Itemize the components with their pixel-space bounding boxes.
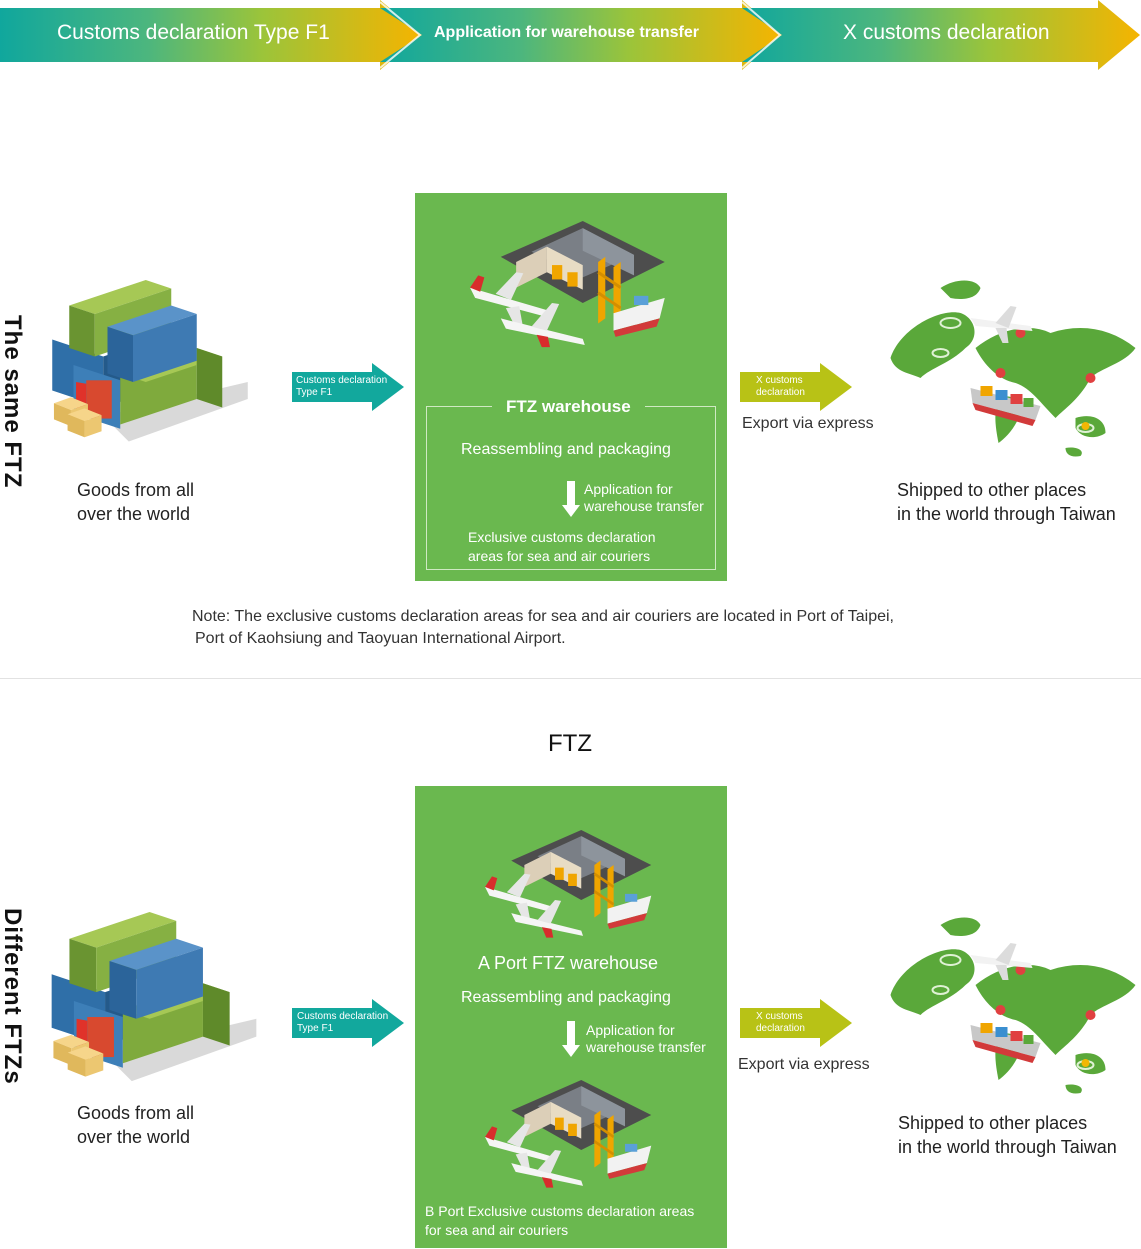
reassembling-diff: Reassembling and packaging: [461, 989, 671, 1006]
containers-icon: [40, 280, 260, 450]
shipped-caption-diff: Shipped to other places in the world thr…: [898, 1113, 1117, 1157]
banner-step-2: Application for warehouse transfer: [434, 24, 699, 41]
exclusive-areas-same: Exclusive customs declaration areas for …: [468, 529, 656, 564]
banner-step-3: X customs declaration: [843, 21, 1050, 44]
transfer-label-same: Application for warehouse transfer: [584, 481, 704, 514]
process-banner: [0, 0, 1140, 70]
banner-step-1: Customs declaration Type F1: [57, 21, 330, 44]
transfer-label-diff: Application for warehouse transfer: [586, 1022, 706, 1055]
ftz-warehouse-title: FTZ warehouse: [492, 397, 645, 417]
ftz-heading: FTZ: [548, 730, 592, 757]
side-label-different-ftzs: Different FTZs: [0, 908, 26, 1085]
section-divider: [0, 678, 1141, 679]
warehouse-icon: [485, 1075, 660, 1190]
arrow-x-label-same: X customs declaration: [756, 375, 805, 398]
b-port-exclusive-areas: B Port Exclusive customs declaration are…: [425, 1203, 695, 1238]
arrow-x-label-diff: X customs declaration: [756, 1011, 805, 1034]
arrow-x-same: [740, 363, 852, 411]
arrow-f1-diff: [292, 999, 404, 1047]
arrow-f1-label-diff: Customs declaration Type F1: [297, 1011, 389, 1034]
banner-segment-2: [380, 0, 782, 70]
containers-icon: [44, 912, 264, 1090]
export-express-same: Export via express: [742, 415, 874, 432]
warehouse-icon: [470, 215, 675, 350]
banner-segment-1: [0, 0, 422, 70]
reassembling-same: Reassembling and packaging: [461, 441, 671, 458]
shipped-caption-same: Shipped to other places in the world thr…: [897, 480, 1116, 524]
note-text: Note: The exclusive customs declaration …: [192, 608, 894, 647]
world-map-icon: [880, 268, 1141, 468]
world-map-icon: [880, 905, 1141, 1105]
arrow-x-diff: [740, 999, 852, 1047]
a-port-warehouse-title: A Port FTZ warehouse: [478, 953, 659, 973]
warehouse-icon: [485, 825, 660, 940]
down-arrow-icon: [562, 1021, 580, 1057]
arrow-f1-label-same: Customs declaration Type F1: [296, 375, 388, 398]
banner-segment-3: [742, 0, 1140, 70]
arrow-f1-same: [292, 363, 404, 411]
down-arrow-icon: [562, 481, 580, 517]
goods-caption-diff: Goods from all over the world: [77, 1103, 195, 1147]
export-express-diff: Export via express: [738, 1056, 870, 1073]
goods-caption-same: Goods from all over the world: [77, 480, 195, 524]
side-label-same-ftz: The same FTZ: [0, 315, 26, 489]
